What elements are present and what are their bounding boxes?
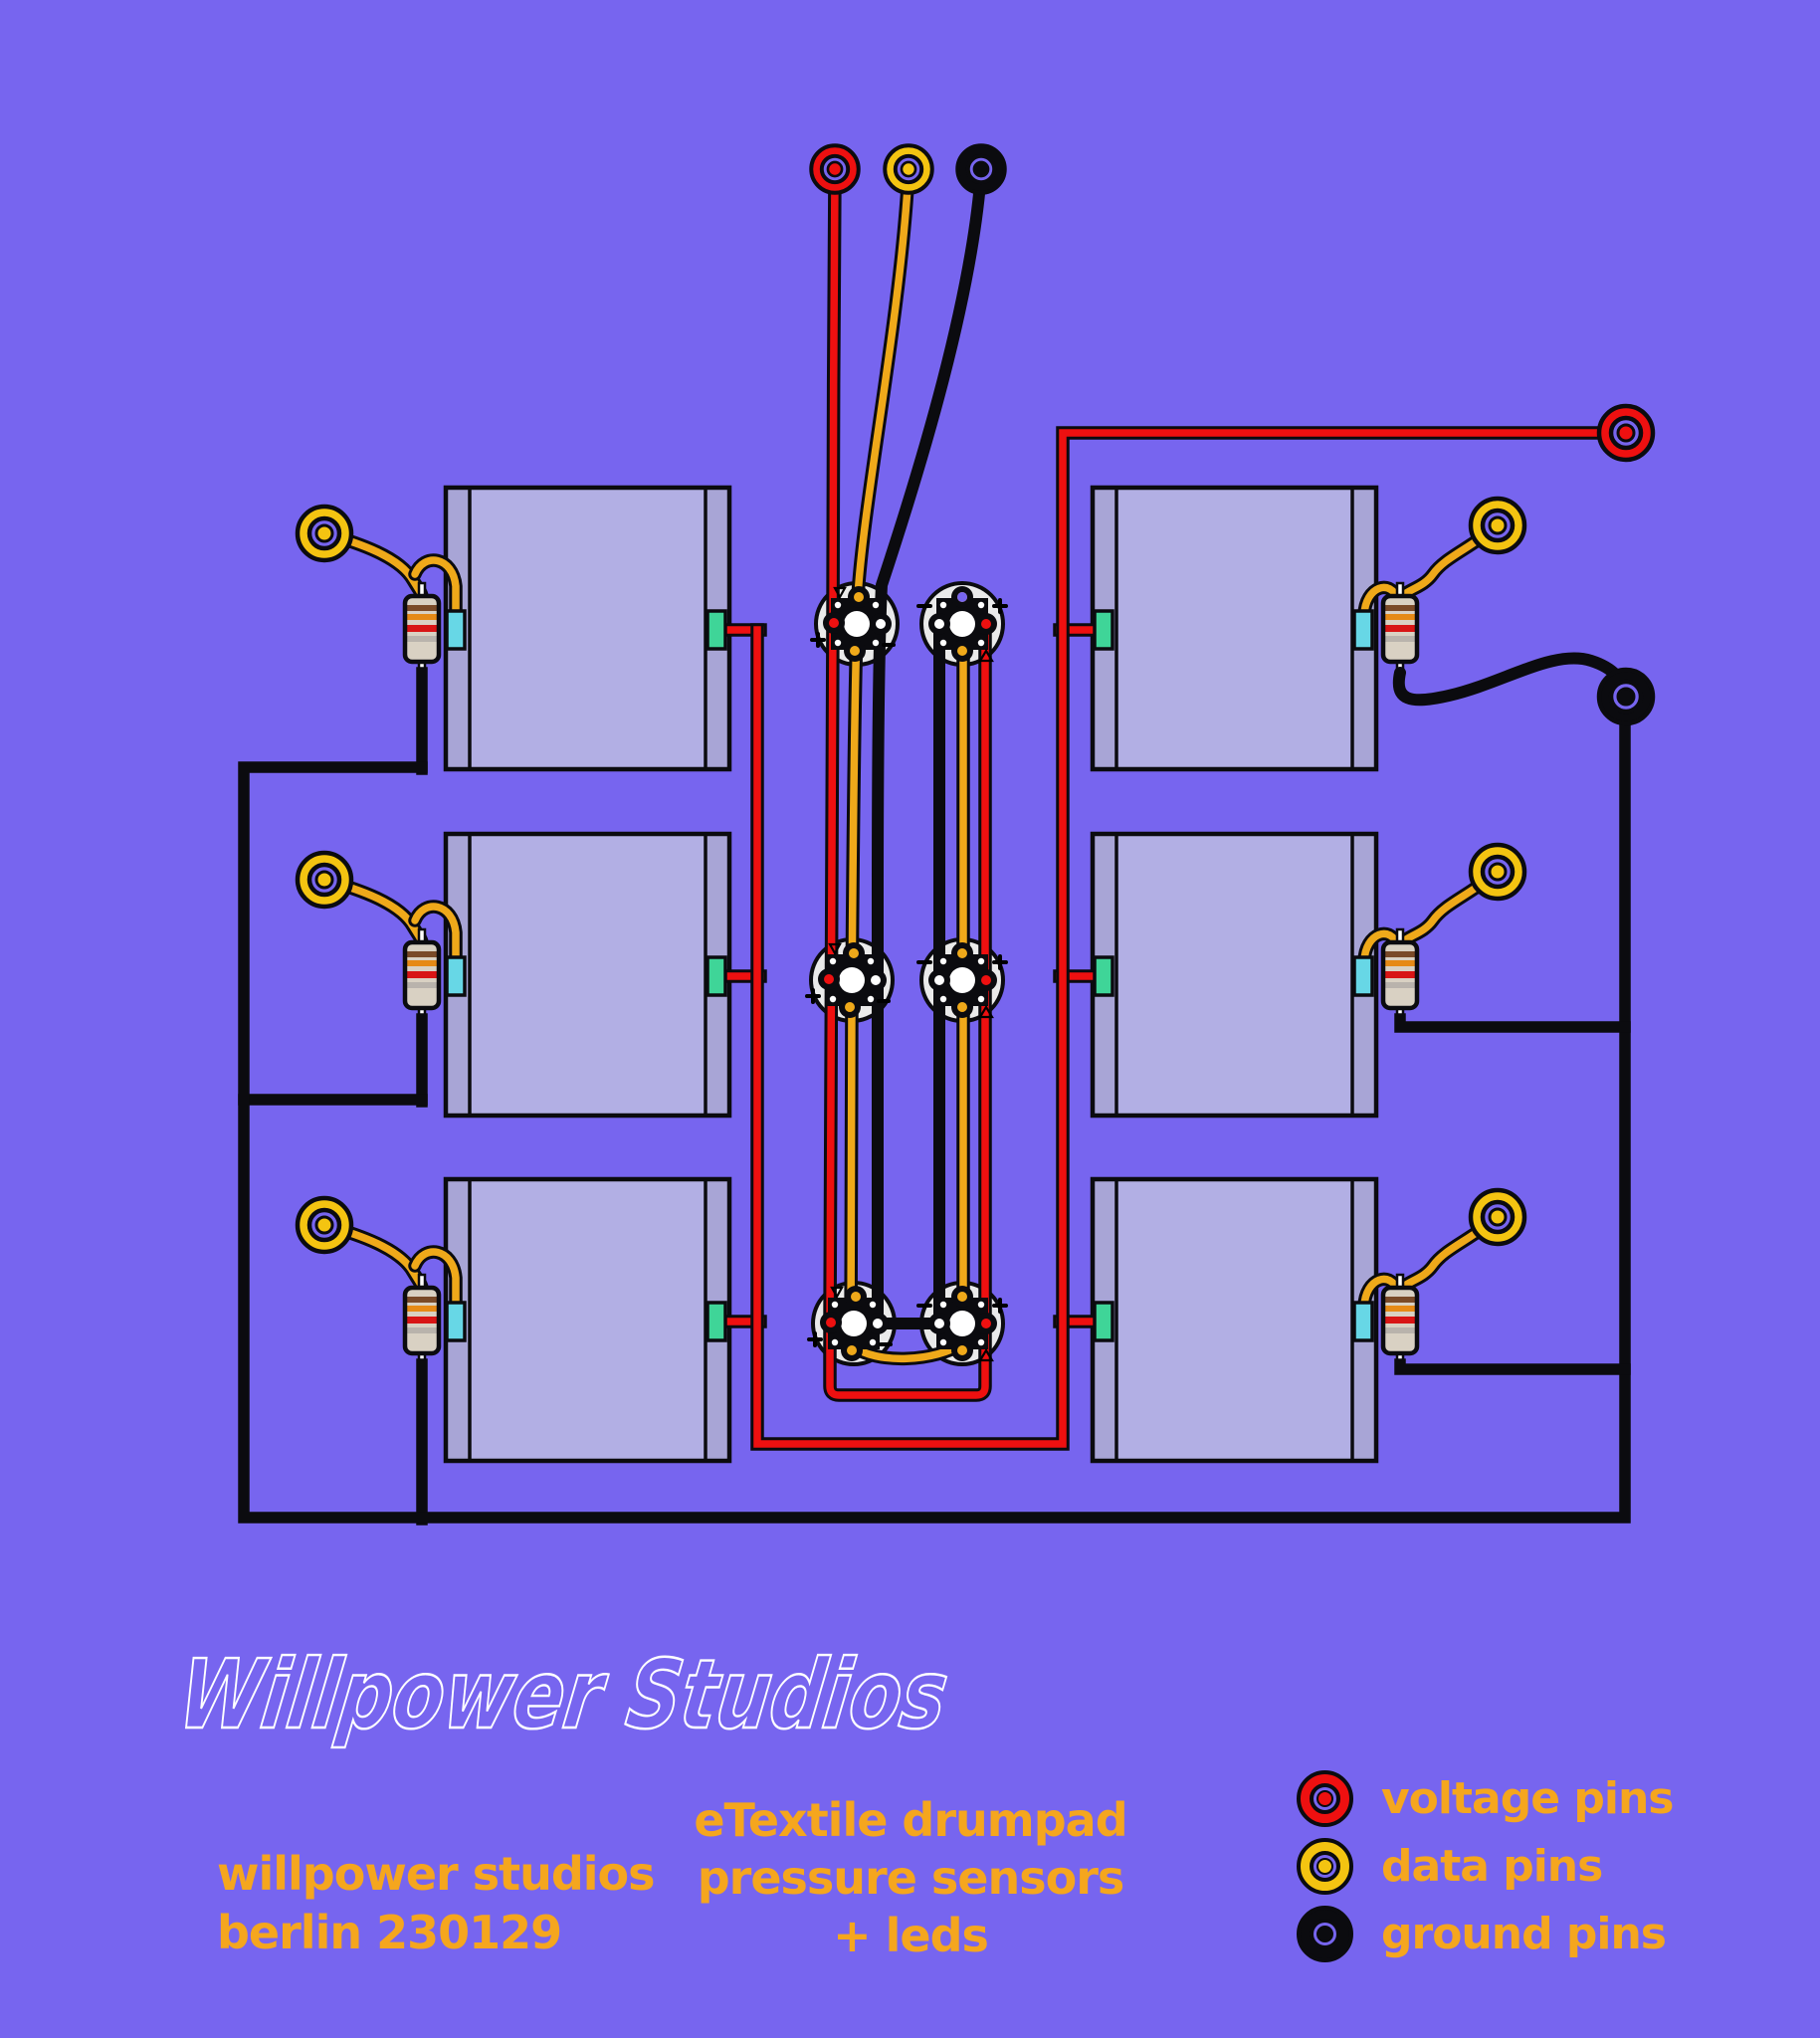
data-pin-top [883, 143, 934, 195]
voltage-pin-right [1599, 406, 1653, 460]
credit-line-2: berlin 230129 [217, 1906, 562, 1959]
led-modules [805, 584, 1008, 1363]
legend-row-data: data pins [1297, 1837, 1673, 1895]
legend-row-ground: ground pins [1297, 1905, 1673, 1962]
ground-pin-top [955, 143, 1007, 195]
credit-line-1: willpower studios [217, 1847, 656, 1901]
ground-bus [238, 652, 1631, 1526]
ground-wire-to-pin [1392, 652, 1631, 707]
ground-pin-right [1599, 670, 1653, 723]
led-wiring [830, 171, 985, 1395]
studio-logo: Willpower Studios [181, 1590, 997, 1789]
ground-led-wire [872, 165, 987, 1329]
legend-label-voltage: voltage pins [1381, 1772, 1674, 1824]
voltage-pin-top [809, 143, 861, 195]
voltage-pin-icon [1297, 1769, 1353, 1827]
caption-line-1: eTextile drumpad [694, 1793, 1127, 1847]
studio-logo-text: Willpower Studios [181, 1638, 954, 1749]
ground-pin-icon [1297, 1905, 1353, 1962]
credit-block: willpower studios berlin 230129 [217, 1845, 656, 1962]
caption-line-3: + leds [833, 1909, 989, 1962]
sensor-rows [298, 488, 1524, 1461]
caption-block: eTextile drumpad pressure sensors + leds [657, 1791, 1164, 1964]
data-pin-icon [1297, 1837, 1353, 1895]
legend-row-voltage: voltage pins [1297, 1769, 1674, 1827]
legend-label-data: data pins [1381, 1840, 1603, 1892]
legend-label-ground: ground pins [1381, 1908, 1667, 1959]
legend: voltage pins data pins ground pins [1297, 1769, 1674, 1972]
caption-line-2: pressure sensors [697, 1851, 1125, 1905]
